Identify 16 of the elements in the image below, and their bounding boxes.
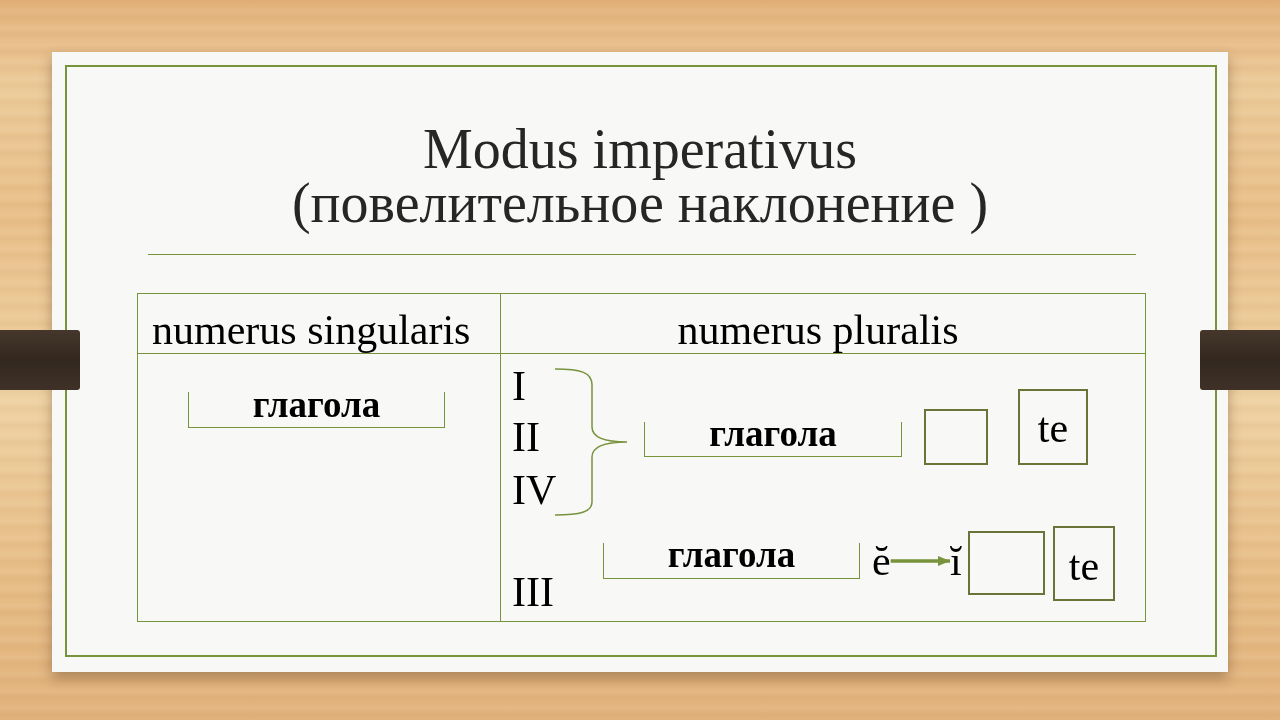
conjugation-numeral: I xyxy=(512,365,526,407)
suffix-box: te xyxy=(1053,526,1115,601)
vowel-letter: ĭ xyxy=(950,540,962,582)
stem-bracket: глагола xyxy=(188,386,445,428)
arrow xyxy=(890,556,950,566)
vowel-letter: ĕ xyxy=(872,540,891,582)
column-header: numerus singularis xyxy=(152,309,471,351)
conjugation-numeral: III xyxy=(512,571,554,613)
suffix-box: te xyxy=(1018,389,1088,465)
stem-bracket: глагола xyxy=(603,536,860,579)
stem-bracket: глагола xyxy=(644,415,902,457)
ending-box xyxy=(924,409,988,465)
conjugation-numeral: IV xyxy=(512,469,557,511)
ending-box xyxy=(968,531,1045,595)
conjugation-numeral: II xyxy=(512,416,540,458)
column-header: numerus pluralis xyxy=(677,309,959,351)
